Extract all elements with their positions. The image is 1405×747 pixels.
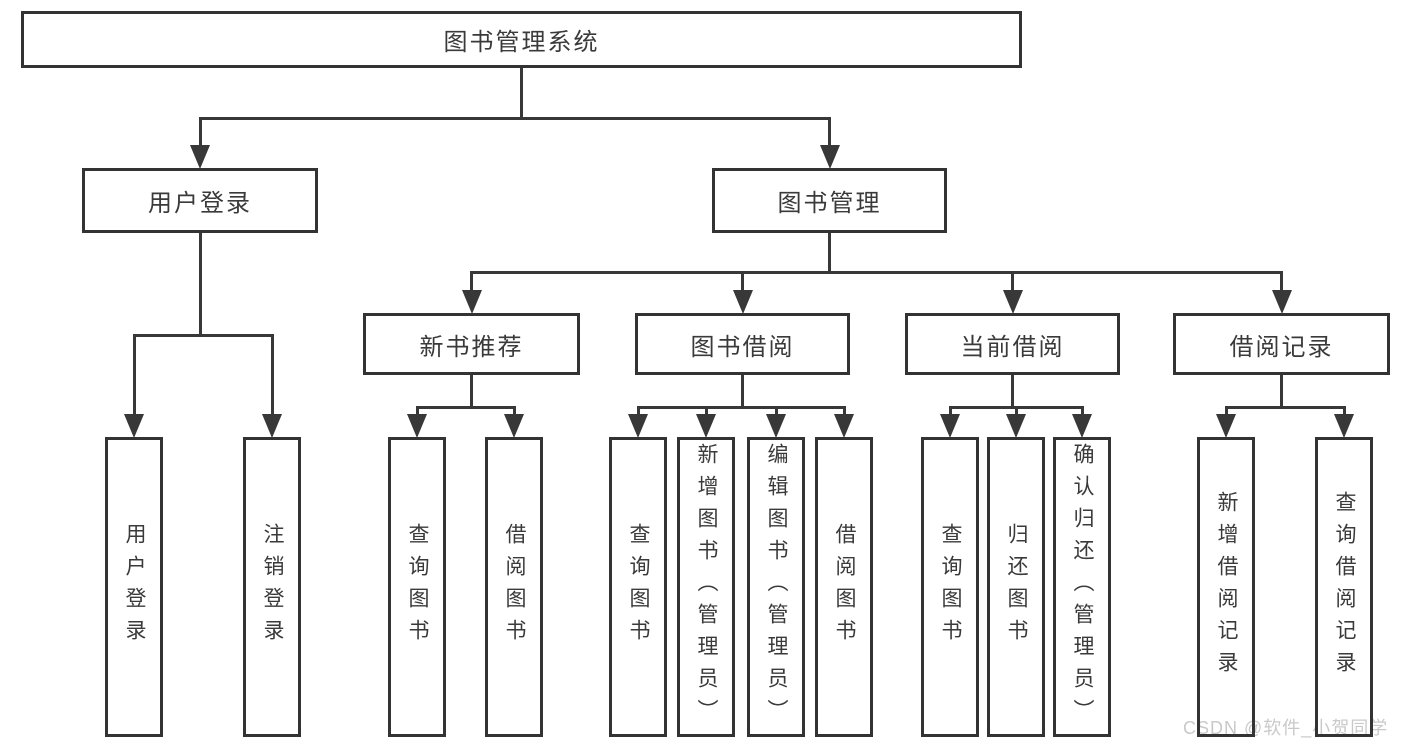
arrowhead-down-icon [1216,414,1236,438]
arrowhead-down-icon [819,145,840,169]
connector-line [415,407,419,417]
arrowhead-down-icon [1271,290,1292,314]
connector-line [1011,374,1014,409]
connector-line [1011,272,1014,293]
node-root: 图书管理系统 [21,11,1022,68]
connector-line [198,232,202,337]
arrowhead-down-icon [1072,414,1092,438]
connector-line [1224,407,1228,417]
node-leaf-logout: 注销登录 [243,437,301,737]
connector-line [198,118,202,148]
connector-line [512,407,516,417]
node-book-mgmt: 图书管理 [712,168,947,233]
node-new-recommend: 新书推荐 [363,313,580,375]
node-current-borrow: 当前借阅 [905,313,1120,375]
arrowhead-down-icon [124,414,144,438]
arrowhead-down-icon [1006,414,1026,438]
connector-line [132,335,136,417]
node-user-login: 用户登录 [82,168,318,233]
arrowhead-down-icon [190,145,210,169]
csdn-watermark: CSDN @软件_小贺同学 [1183,718,1389,738]
connector-line [1280,374,1283,409]
connector-line [270,335,274,417]
arrowhead-down-icon [461,290,482,314]
connector-line [415,405,516,409]
arrowhead-down-icon [407,414,427,438]
connector-line [636,407,640,417]
node-leaf-user-login: 用户登录 [105,437,163,737]
node-leaf-bor-add: 新增图书（管理员） [677,437,735,737]
connector-line [741,374,744,409]
connector-line [1280,272,1283,293]
connector-line [636,405,846,409]
node-leaf-rec-query: 查询图书 [388,437,446,737]
arrowhead-down-icon [262,414,282,438]
arrowhead-down-icon [732,290,753,314]
connector-line [704,407,708,417]
connector-line [828,232,831,274]
node-borrow-records: 借阅记录 [1173,313,1390,375]
connector-line [1342,407,1346,417]
connector-line [1014,407,1018,417]
connector-line [828,118,831,148]
arrowhead-down-icon [628,414,648,438]
node-leaf-cur-query: 查询图书 [921,437,979,737]
node-leaf-cur-return: 归还图书 [987,437,1045,737]
node-leaf-bor-edit: 编辑图书（管理员） [747,437,805,737]
connector-line [1080,407,1084,417]
connector-line [470,374,473,409]
connector-line [132,333,274,337]
connector-line [774,407,778,417]
node-leaf-bor-query: 查询图书 [609,437,667,737]
arrowhead-down-icon [1002,290,1023,314]
arrowhead-down-icon [696,414,716,438]
connector-line [741,272,744,293]
node-leaf-bor-borrow: 借阅图书 [815,437,873,737]
arrowhead-down-icon [1334,414,1354,438]
node-leaf-cur-confirm: 确认归还（管理员） [1053,437,1111,737]
connector-line [948,407,952,417]
node-book-borrow: 图书借阅 [635,313,850,375]
connector-line [520,67,523,120]
node-leaf-rcd-add: 新增借阅记录 [1197,437,1255,737]
node-leaf-rec-borrow: 借阅图书 [485,437,543,737]
node-leaf-rcd-query: 查询借阅记录 [1315,437,1373,737]
connector-line [198,116,831,120]
connector-line [470,270,1283,274]
connector-line [842,407,846,417]
arrowhead-down-icon [834,414,854,438]
arrowhead-down-icon [940,414,960,438]
connector-line [1224,405,1346,409]
arrowhead-down-icon [766,414,786,438]
arrowhead-down-icon [504,414,524,438]
connector-line [470,272,473,293]
